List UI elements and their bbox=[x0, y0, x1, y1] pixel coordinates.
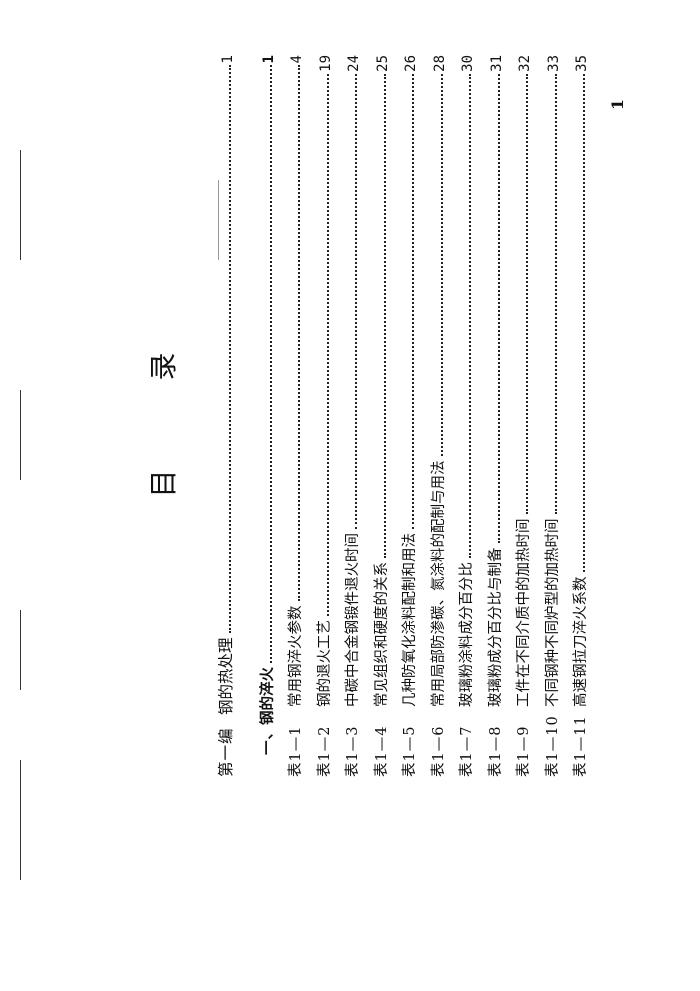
dot-leader bbox=[270, 65, 272, 663]
entry-page: 31 bbox=[488, 55, 505, 72]
entry-page: 33 bbox=[545, 55, 562, 72]
dot-leader bbox=[412, 73, 414, 529]
dot-leader bbox=[326, 73, 329, 616]
entry-code: 表1—1 bbox=[288, 725, 304, 777]
toc-entry[interactable]: 表1—9 工件在不同介质中的加热时间 32 bbox=[509, 55, 533, 777]
toc-entry[interactable]: 表1—6 常用局部防渗碳、氮涂料的配制与用法 28 bbox=[424, 55, 448, 777]
entry-code: 表1—5 bbox=[402, 725, 418, 777]
toc-entry[interactable]: 一、钢的淬火 1 bbox=[253, 55, 277, 755]
toc-entry[interactable]: 表1—2 钢的退火工艺 19 bbox=[310, 55, 334, 777]
entry-code: 表1—9 bbox=[516, 725, 532, 777]
entry-page: 25 bbox=[374, 55, 391, 72]
entry-title: 玻璃粉成分百分比与制备 bbox=[487, 547, 504, 708]
entry-page: 28 bbox=[431, 55, 448, 72]
toc-entry[interactable]: 表1—4 常见组织和硬度的关系 25 bbox=[367, 55, 391, 777]
entry-code: 第一编 bbox=[217, 727, 235, 777]
entry-code: 表1—3 bbox=[345, 725, 361, 777]
entry-title: 常用局部防渗碳、氮涂料的配制与用法 bbox=[430, 460, 447, 708]
entry-code: 表1—8 bbox=[487, 725, 504, 777]
scan-edge-line bbox=[218, 180, 219, 260]
entry-code: 表1—11 bbox=[573, 715, 589, 777]
entry-title: 常用钢淬火参数 bbox=[288, 605, 304, 708]
entry-code: 表1—2 bbox=[316, 725, 333, 777]
dot-leader bbox=[440, 73, 443, 457]
entry-page: 4 bbox=[289, 55, 305, 64]
scan-edge-line bbox=[20, 760, 21, 880]
dot-leader bbox=[526, 73, 528, 515]
toc-entry[interactable]: 表1—7 玻璃粉涂料成分百分比 30 bbox=[452, 55, 476, 777]
entry-page: 1 bbox=[220, 55, 236, 64]
toc-entry[interactable]: 表1—10 不同钢种不同炉型的加热时间 33 bbox=[538, 55, 562, 777]
scan-edge-line bbox=[20, 150, 21, 260]
entry-code: 一、 bbox=[259, 724, 276, 755]
entry-page: 19 bbox=[317, 55, 334, 72]
entry-title: 几种防氧化涂料配制和用法 bbox=[402, 533, 418, 707]
entry-title: 钢的退火工艺 bbox=[316, 620, 333, 707]
scan-edge-line bbox=[20, 610, 21, 690]
toc-entry[interactable]: 表1—8 玻璃粉成分百分比与制备 31 bbox=[481, 55, 505, 777]
dot-leader bbox=[383, 73, 386, 558]
toc-entry[interactable]: 表1—5 几种防氧化涂料配制和用法 26 bbox=[395, 55, 419, 777]
entry-title: 工件在不同介质中的加热时间 bbox=[516, 518, 532, 708]
toc-entry[interactable]: 表1—3 中碳中合金钢锻件退火时间 24 bbox=[338, 55, 362, 777]
entry-page: 24 bbox=[346, 55, 362, 72]
toc-entry[interactable]: 第一编 钢的热处理 1 bbox=[212, 55, 236, 777]
dot-leader bbox=[298, 65, 300, 602]
entry-page: 32 bbox=[517, 55, 533, 72]
entry-title: 玻璃粉涂料成分百分比 bbox=[459, 562, 475, 707]
toc-entry[interactable]: 表1—1 常用钢淬火参数 4 bbox=[281, 55, 305, 777]
entry-title: 钢的淬火 bbox=[259, 667, 276, 725]
entry-title: 高速钢拉刀淬火系数 bbox=[573, 576, 589, 708]
entry-page: 30 bbox=[460, 55, 476, 72]
toc-page: 目 录 第一编 钢的热处理 1 一、钢的淬火 1 表1—1 常用钢淬火参数 4 表1—2 钢的退火… bbox=[140, 45, 600, 785]
entry-title: 常见组织和硬度的关系 bbox=[373, 562, 390, 707]
entry-page: 1 bbox=[261, 55, 277, 64]
scan-edge-line bbox=[20, 390, 21, 480]
dot-leader bbox=[229, 65, 231, 634]
page-title: 目 录 bbox=[147, 312, 180, 498]
dot-leader bbox=[469, 73, 471, 558]
entry-page: 35 bbox=[574, 55, 590, 72]
dot-leader bbox=[583, 73, 585, 573]
entry-title: 不同钢种不同炉型的加热时间 bbox=[544, 518, 561, 708]
entry-code: 表1—10 bbox=[544, 715, 561, 777]
entry-title: 钢的热处理 bbox=[217, 637, 235, 715]
toc-entry[interactable]: 表1—11 高速钢拉刀淬火系数 35 bbox=[566, 55, 590, 777]
dot-leader bbox=[554, 73, 557, 515]
dot-leader bbox=[497, 73, 500, 544]
entry-code: 表1—4 bbox=[373, 725, 390, 777]
entry-code: 表1—6 bbox=[430, 725, 447, 777]
entry-page: 26 bbox=[403, 55, 419, 72]
entry-title: 中碳中合金钢锻件退火时间 bbox=[345, 533, 361, 707]
entry-code: 表1—7 bbox=[459, 725, 475, 777]
page-folio: 1 bbox=[608, 98, 628, 111]
dot-leader bbox=[355, 73, 357, 529]
